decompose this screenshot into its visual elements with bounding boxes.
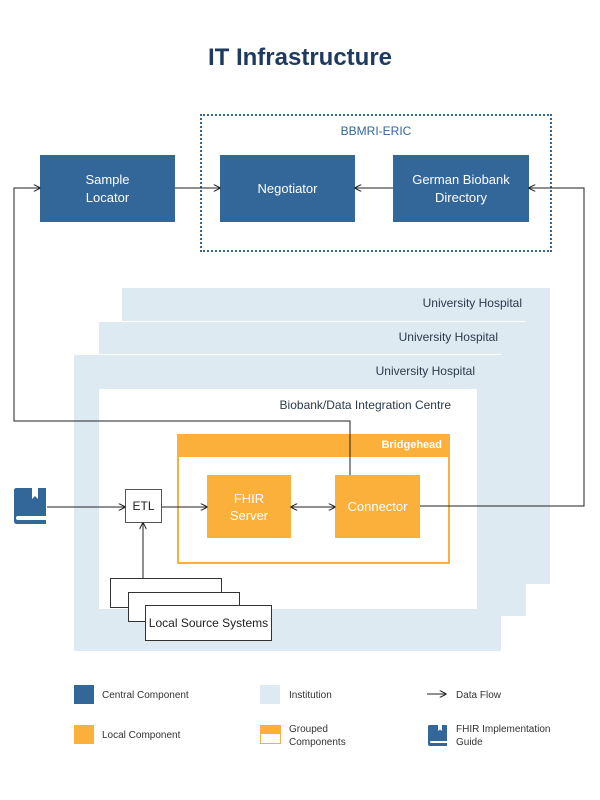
legend-central-swatch: [74, 685, 94, 704]
local-source-systems-label: Local Source Systems: [148, 616, 269, 630]
institution-label-front: University Hospital: [375, 364, 475, 378]
connector-box[interactable]: Connector: [335, 475, 420, 538]
legend-central-label: Central Component: [102, 690, 189, 701]
legend-data-flow-label: Data Flow: [456, 690, 502, 701]
german-biobank-directory-box[interactable]: German Biobank Directory: [393, 155, 529, 222]
legend-institution-label: Institution: [289, 690, 332, 701]
directory-label: German Biobank Directory: [412, 171, 510, 205]
fhir-server-label: FHIR Server: [229, 490, 269, 523]
legend-institution-swatch: [260, 685, 280, 704]
legend-local-label: Local Component: [102, 730, 181, 741]
legend-fhir-guide-book-icon: [428, 725, 447, 746]
legend-local-swatch: [74, 725, 94, 744]
integration-centre-label: Biobank/Data Integration Centre: [279, 398, 451, 412]
bbmri-eric-label: BBMRI-ERIC: [340, 124, 412, 138]
bridgehead-header: Bridgehead: [177, 434, 450, 457]
etl-box[interactable]: ETL: [125, 489, 162, 523]
sample-locator-box[interactable]: Sample Locator: [40, 155, 175, 222]
flow-connector-to-locator: [13, 188, 351, 475]
fhir-guide-book-icon: [14, 488, 46, 524]
legend-fhir-guide-label: FHIR Implementation Guide: [456, 724, 551, 748]
sample-locator-label: Sample Locator: [85, 171, 130, 205]
fhir-server-box[interactable]: FHIR Server: [207, 475, 291, 538]
legend-grouped-swatch: [260, 725, 281, 744]
negotiator-label: Negotiator: [257, 180, 318, 196]
local-source-systems-box[interactable]: Local Source Systems: [145, 605, 272, 641]
legend-grouped-label: Grouped Components: [289, 724, 346, 748]
bbmri-eric-group: [200, 114, 552, 252]
connector-label: Connector: [347, 499, 408, 514]
institution-label-back: University Hospital: [422, 296, 522, 310]
negotiator-box[interactable]: Negotiator: [220, 155, 355, 222]
flow-connector-to-directory: [420, 188, 585, 507]
institution-label-middle: University Hospital: [398, 330, 498, 344]
page-title: IT Infrastructure: [207, 44, 393, 71]
etl-label: ETL: [132, 499, 155, 513]
